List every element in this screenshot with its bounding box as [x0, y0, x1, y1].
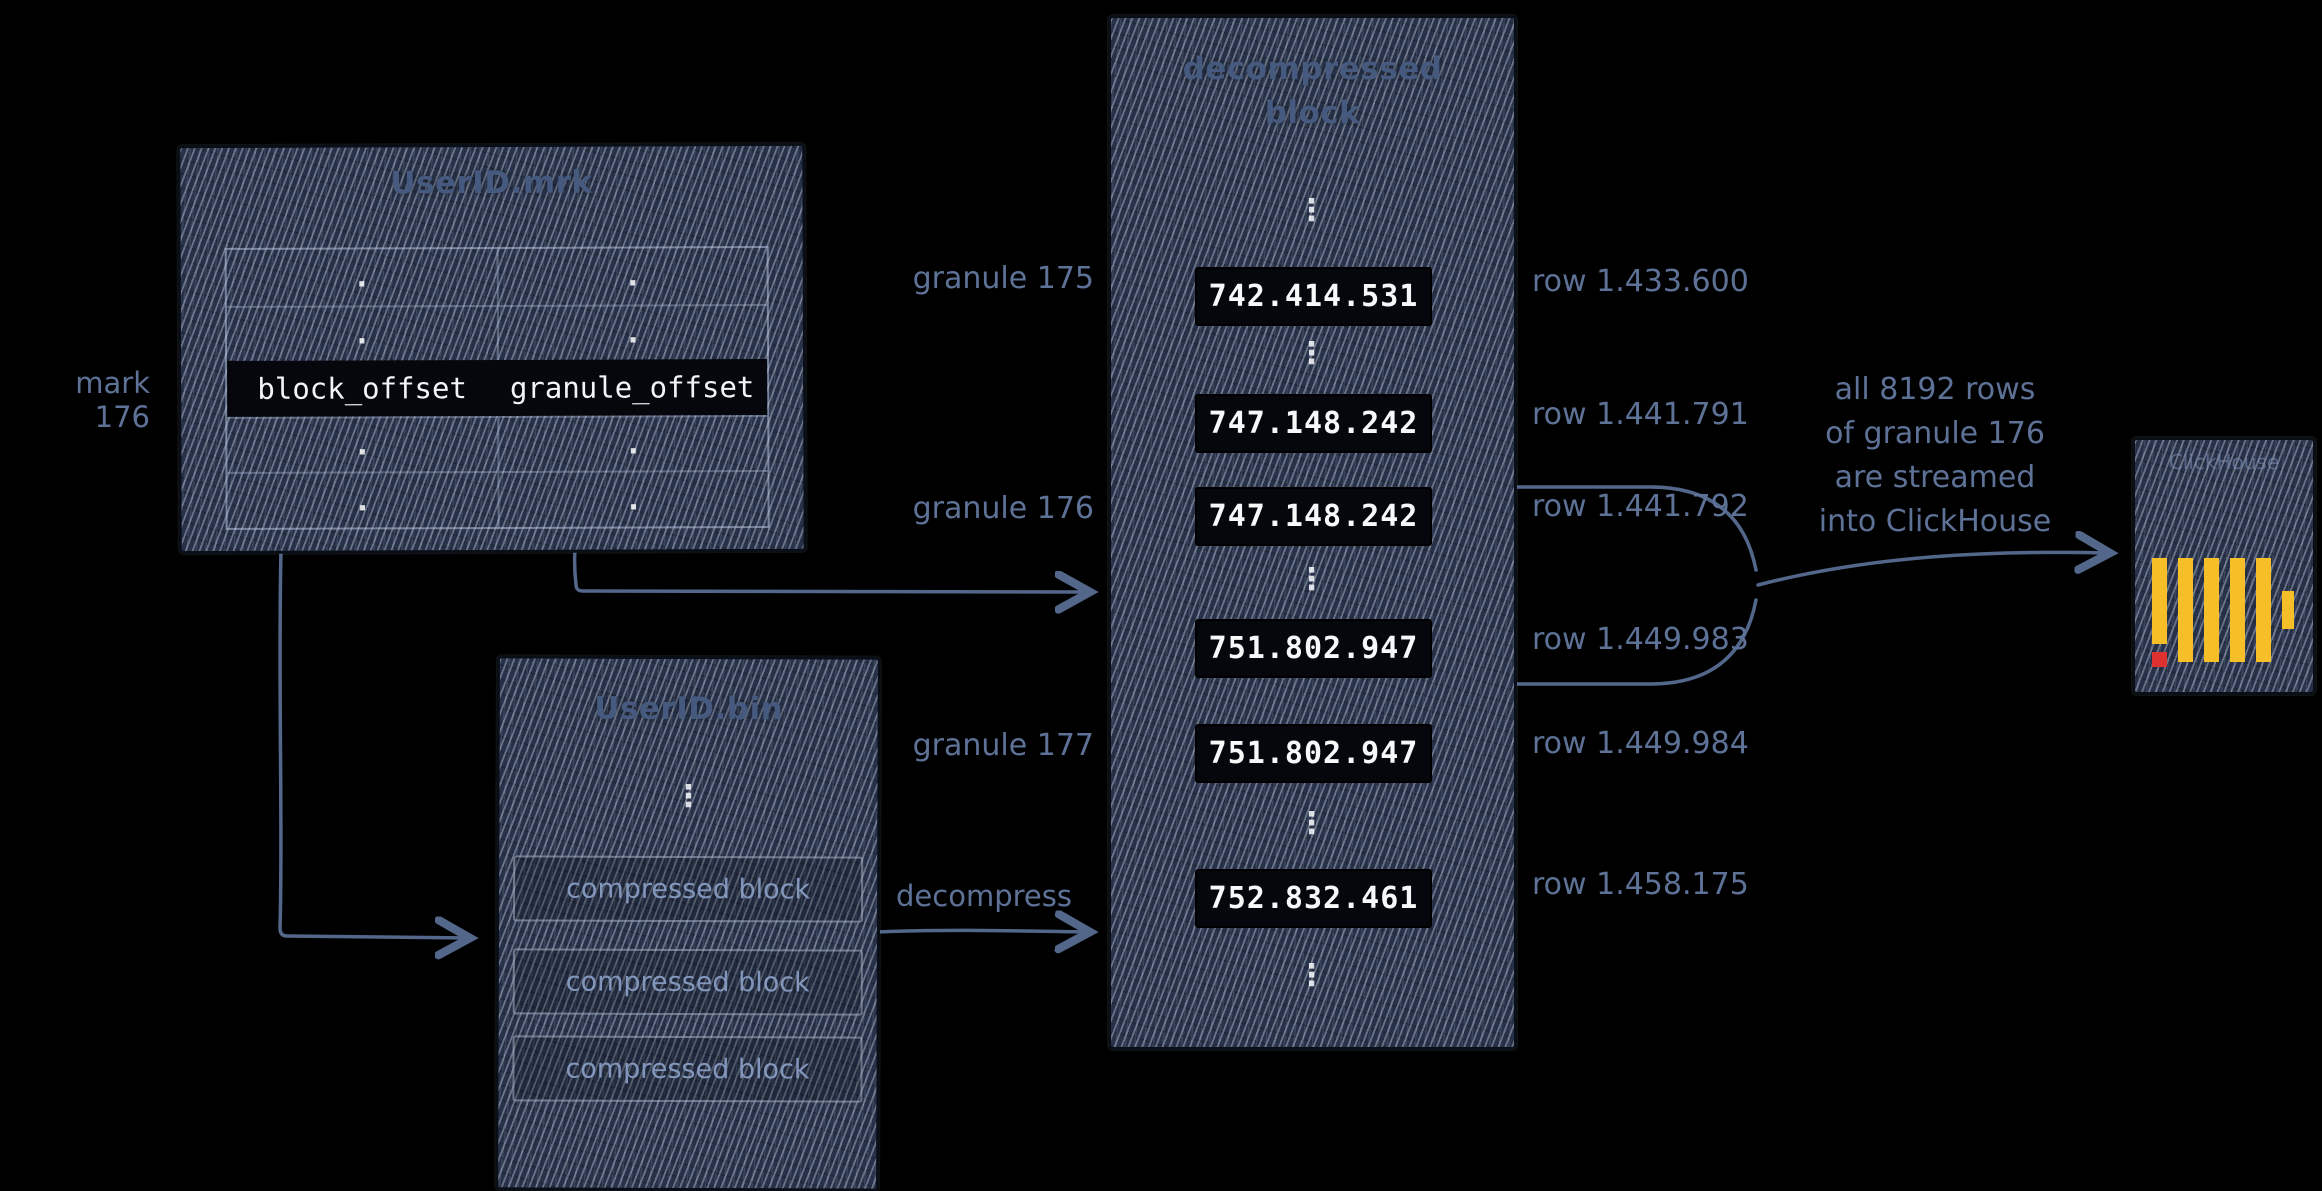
logo-bar: [2230, 558, 2245, 662]
stream-note: all 8192 rows of granule 176 are streame…: [1778, 368, 2092, 544]
value-cell: 751.802.947: [1195, 724, 1432, 783]
stream-note-line: all 8192 rows: [1834, 372, 2036, 407]
compressed-block-row: compressed block: [512, 948, 863, 1016]
logo-bar: [2178, 558, 2193, 662]
mrk-file-title: UserID.mrk: [390, 164, 593, 202]
logo-bar: [2204, 558, 2219, 662]
clickhouse-logo-icon: [2152, 558, 2296, 682]
ellipsis-dot: .: [356, 317, 368, 351]
ellipsis-vertical: ⋮: [1296, 193, 1327, 228]
stream-note-line: into ClickHouse: [1818, 504, 2052, 539]
mrk-cell: .: [497, 416, 768, 472]
block-title-line1: decompressed: [1182, 51, 1443, 87]
mrk-cell: .: [496, 305, 768, 361]
value-cell: 752.832.461: [1195, 869, 1432, 928]
logo-accent-red: [2152, 652, 2167, 667]
ellipsis-dot: .: [628, 483, 639, 517]
bin-file-box: UserID.bin ⋮ compressed block compressed…: [495, 655, 881, 1191]
value-cell: 742.414.531: [1195, 267, 1432, 326]
mrk-row: . .: [226, 303, 768, 362]
ellipsis-dot: .: [357, 484, 368, 518]
mrk-cell: .: [227, 249, 497, 306]
mrk-cell: .: [496, 248, 767, 305]
arrow-stream-to-clickhouse: [1756, 552, 2110, 587]
ellipsis-dot: .: [356, 428, 368, 462]
value-cell: 747.148.242: [1195, 394, 1432, 453]
mrk-row: . .: [227, 414, 768, 473]
ellipsis-vertical: ⋮: [1296, 806, 1327, 841]
mrk-header-granule-offset: granule_offset: [509, 370, 755, 405]
row-label: row 1.433.600: [1532, 264, 1749, 299]
row-label: row 1.441.792: [1532, 489, 1749, 524]
logo-bar-short: [2282, 591, 2294, 629]
mrk-cell: .: [227, 473, 497, 528]
granule-label: granule 175: [912, 261, 1094, 296]
logo-bar: [2152, 558, 2167, 644]
mark-label: mark 176: [75, 366, 150, 434]
mrk-cell: .: [227, 418, 497, 473]
mrk-file-box: UserID.mrk . . . . block_offset granule_…: [177, 142, 807, 555]
decompress-label: decompress: [896, 879, 1072, 913]
row-label: row 1.441.791: [1532, 397, 1749, 432]
ellipsis-dot: .: [627, 259, 639, 293]
mrk-cell: .: [497, 472, 768, 527]
ellipsis-vertical: ⋮: [1296, 336, 1327, 371]
ellipsis-vertical: ⋮: [1296, 562, 1327, 597]
compressed-block-row: compressed block: [513, 855, 864, 923]
arrow-granule-offset-to-block: [572, 547, 1090, 592]
bin-file-title: UserID.bin: [594, 690, 784, 728]
arrow-decompress: [874, 930, 1090, 932]
stream-note-line: are streamed: [1834, 460, 2036, 495]
mrk-cell: .: [227, 307, 497, 362]
value-cell: 751.802.947: [1195, 619, 1432, 678]
ellipsis-dot: .: [627, 427, 639, 461]
mrk-header-row: block_offset granule_offset: [227, 359, 768, 417]
ellipsis-dot: .: [356, 260, 368, 294]
ellipsis-dot: .: [627, 316, 639, 350]
logo-bar: [2256, 558, 2271, 662]
compressed-block-row: compressed block: [512, 1035, 863, 1103]
row-label: row 1.458.175: [1532, 867, 1749, 902]
row-label: row 1.449.984: [1532, 726, 1749, 761]
decompressed-block-box: decompressed block ⋮ 742.414.531 ⋮ 747.1…: [1108, 15, 1517, 1050]
ellipsis-vertical: ⋮: [673, 778, 704, 815]
arrow-block-offset-to-bin: [278, 547, 470, 938]
granule-label: granule 176: [912, 491, 1094, 526]
ellipsis-vertical: ⋮: [1296, 958, 1327, 993]
granule-label: granule 177: [912, 728, 1094, 763]
mrk-row: . .: [227, 470, 768, 528]
block-title-line2: block: [1264, 95, 1361, 131]
value-cell: 747.148.242: [1195, 487, 1432, 546]
clickhouse-box: ClickHouse: [2132, 437, 2316, 695]
row-label: row 1.449.983: [1532, 622, 1749, 657]
clickhouse-label: ClickHouse: [2168, 450, 2280, 474]
mrk-row: . .: [227, 248, 767, 305]
stream-note-line: of granule 176: [1825, 416, 2045, 451]
mrk-table: . . . . block_offset granule_offset . . …: [224, 246, 770, 530]
mrk-header-block-offset: block_offset: [257, 371, 467, 406]
